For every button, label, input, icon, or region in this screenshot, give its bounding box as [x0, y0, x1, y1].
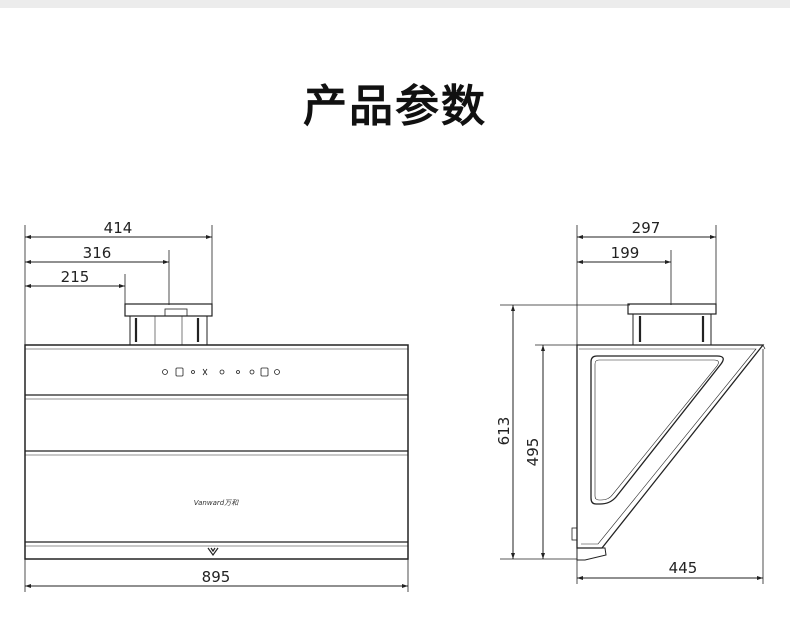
dim-495: 495 [524, 438, 542, 467]
dim-613: 613 [495, 417, 513, 446]
dim-316: 316 [83, 244, 112, 262]
side-profile [576, 344, 765, 549]
top-strip [0, 0, 790, 8]
dim-414: 414 [104, 219, 133, 237]
dim-297: 297 [632, 219, 661, 237]
brand-logo: Vanward万和 [194, 499, 239, 507]
dim-895: 895 [202, 568, 231, 586]
page-title: 产品参数 [303, 81, 487, 132]
side-view [500, 225, 766, 584]
dim-215: 215 [61, 268, 90, 286]
dim-199: 199 [611, 244, 640, 262]
hood-body [24, 344, 409, 560]
glass-panel-outline [590, 355, 724, 505]
duct-collar [124, 303, 213, 317]
front-view [24, 225, 409, 592]
control-panel [162, 367, 280, 377]
dim-445: 445 [669, 559, 698, 577]
